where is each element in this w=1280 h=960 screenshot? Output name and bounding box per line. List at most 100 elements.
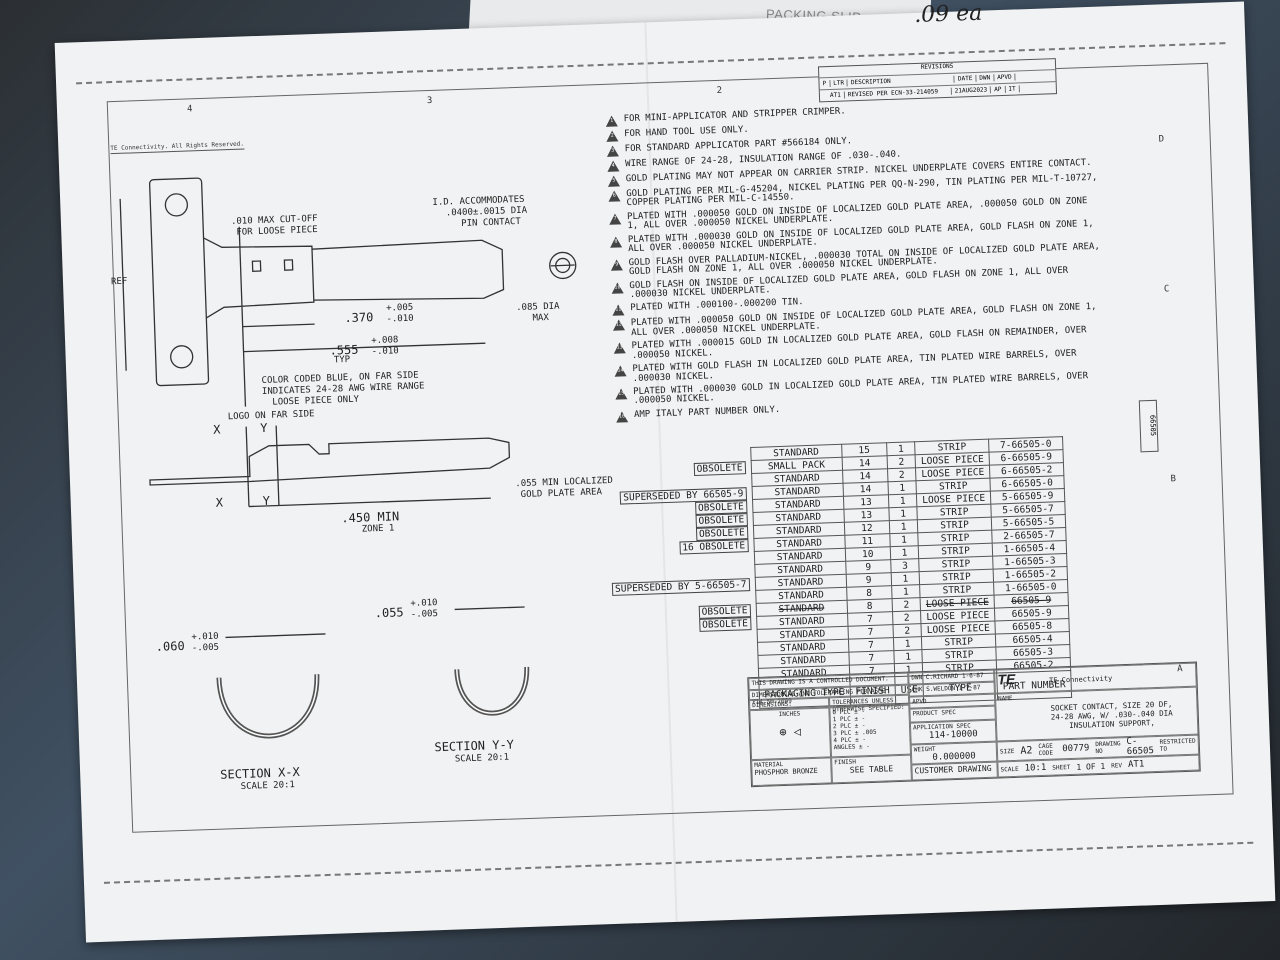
cell-text: STANDARD — [779, 641, 826, 654]
table-cell-use: 1 — [888, 506, 918, 521]
cell-text: 1 — [905, 651, 912, 663]
cell-text: STRIP — [940, 531, 970, 544]
tol-minus: -.010 — [386, 313, 414, 325]
rev-cell: REVISED PER ECN-33-214059 — [844, 87, 952, 99]
cell-text: LOOSE PIECE — [920, 453, 984, 467]
dim-085-max: MAX — [532, 312, 549, 324]
cell-text: 16 OBSOLETE — [679, 538, 749, 555]
end-view-centerline — [550, 264, 575, 267]
cell-text: 14 — [858, 457, 871, 469]
cell-text: 1-66505-4 — [1003, 541, 1056, 555]
dim-085: .085 DIA — [516, 301, 560, 314]
cell-text: LOOSE PIECE — [925, 596, 989, 610]
part-name: SOCKET CONTACT, SIZE 20 DF, 24-28 AWG, W… — [1050, 699, 1173, 731]
contact-drawing — [119, 177, 577, 739]
cell-text: 66505-3 — [1012, 646, 1054, 659]
cell-text: 3 — [901, 560, 909, 572]
restricted-label: RESTRICTED TO — [1159, 737, 1196, 753]
drawing-no-value: C-66505 — [1126, 736, 1155, 758]
cell-text: STANDARD — [772, 446, 820, 459]
table-cell-use: 1 — [890, 545, 919, 560]
cell-text: 1 — [897, 443, 904, 455]
section-xx-scale: SCALE 20:1 — [240, 780, 296, 792]
cell-text: 1 — [899, 482, 906, 494]
table-cell-use: 2 — [892, 597, 921, 612]
cell-text: 66505-9 — [1011, 607, 1052, 620]
cell-text: 7 — [867, 626, 874, 638]
logo-mark — [283, 259, 294, 271]
cell-text: 5-66505-9 — [1001, 489, 1054, 503]
te-logo: TE — [997, 670, 1016, 688]
dimension-extension — [238, 226, 247, 407]
cell-text: 6-66505-0 — [1001, 476, 1054, 490]
table-cell-use: 2 — [892, 610, 922, 625]
section-marker-y: Y — [259, 420, 268, 436]
cell-text: 7 — [868, 652, 875, 664]
section-y-line — [275, 425, 280, 506]
table-cell-use: 1 — [891, 584, 921, 599]
cell-text: 2 — [898, 469, 905, 481]
cell-text: STANDARD — [778, 615, 825, 628]
rev-cell: AT1 — [826, 91, 845, 100]
zone-1-label: ZONE 1 — [361, 523, 395, 535]
title-block: THIS DRAWING IS A CONTROLLED DOCUMENT. D… — [747, 661, 1201, 788]
rev-header: P — [819, 80, 831, 88]
section-yy-scale: SCALE 20:1 — [454, 752, 510, 765]
cell-text: OBSOLETE — [695, 512, 748, 528]
chk-date: 1-7-87 — [958, 684, 981, 692]
finish-cell: FINISH SEE TABLE — [831, 754, 912, 784]
rev-header: APVD — [994, 73, 1016, 82]
cell-text: 1 — [901, 534, 908, 546]
zone-letter: B — [1170, 474, 1177, 485]
cell-text: STANDARD — [777, 589, 825, 602]
cell-text: 15 — [858, 444, 871, 456]
size-value: A2 — [1020, 744, 1033, 757]
section-060-plus: +.010 — [191, 631, 219, 643]
cell-text: STANDARD — [778, 602, 825, 615]
cell-text: 1 — [900, 521, 907, 533]
cell-text: LOOSE PIECE — [926, 609, 990, 623]
dimension-450-line — [248, 497, 491, 508]
cell-text: STANDARD — [780, 653, 827, 667]
color-code-mark — [251, 260, 262, 272]
table-header-spacer — [610, 681, 759, 713]
cell-text: STRIP — [941, 557, 971, 570]
rev-cell: 21AUG2023 — [951, 86, 992, 95]
section-yy-dim-line — [454, 606, 525, 611]
ref-label: REF — [110, 276, 128, 288]
cage-label: CAGE CODE — [1038, 742, 1054, 758]
cell-text: STRIP — [941, 544, 971, 557]
section-xx-dim-line — [225, 633, 326, 639]
cell-text: 1 — [899, 495, 906, 507]
carrier-strip — [148, 177, 210, 387]
sheet-label: SHEET — [1052, 763, 1071, 772]
section-yy-title: SECTION Y-Y — [434, 737, 515, 755]
section-060: .060 — [155, 638, 185, 654]
cell-text: STRIP — [944, 648, 974, 661]
scale-value: 10:1 — [1024, 762, 1047, 774]
cell-text: 6-66505-9 — [1000, 450, 1053, 464]
section-055-minus: -.005 — [410, 609, 439, 620]
cell-text: 2 — [898, 456, 905, 468]
section-xx-shape — [216, 674, 320, 739]
cell-text: 1 — [900, 508, 907, 520]
cell-text: STANDARD — [776, 550, 823, 563]
material-value: PHOSPHOR BRONZE — [754, 766, 818, 778]
contact-side-view — [149, 437, 511, 486]
cell-text: OBSOLETE — [698, 603, 751, 619]
company-name: TE Connectivity — [1048, 674, 1113, 685]
cell-text: 1-66505-2 — [1004, 567, 1057, 581]
cell-text: STRIP — [944, 635, 974, 648]
table-cell-use: 1 — [893, 636, 922, 651]
cell-text: 9 — [865, 574, 872, 586]
section-yy-hatch — [456, 666, 528, 714]
customer-drawing: CUSTOMER DRAWING — [911, 761, 998, 781]
cell-text: STRIP — [940, 518, 970, 531]
size-label: SIZE — [999, 747, 1015, 755]
cell-text: 2 — [904, 625, 911, 637]
id-accommodates-3: PIN CONTACT — [461, 216, 521, 229]
table-cell-use: 2 — [887, 454, 916, 469]
cell-text: STRIP — [942, 583, 972, 596]
table-cell-use: 1 — [887, 480, 917, 495]
section-marker-y: Y — [262, 493, 271, 509]
